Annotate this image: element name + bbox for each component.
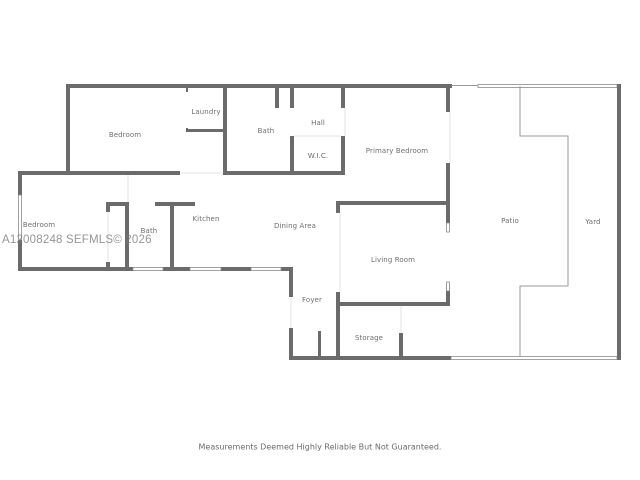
walls xyxy=(18,84,621,360)
room-label-bath-2: Bath xyxy=(140,227,158,235)
room-label-bedroom-2: Bedroom xyxy=(22,221,56,229)
room-label-bath: Bath xyxy=(257,127,275,135)
room-label-dining-area: Dining Area xyxy=(273,222,317,230)
room-label-foyer: Foyer xyxy=(302,296,322,304)
mls-watermark: A12008248 SEFMLS© 2026 xyxy=(2,234,152,246)
disclaimer-text: Measurements Deemed Highly Reliable But … xyxy=(198,442,442,452)
room-label-hall: Hall xyxy=(311,119,325,127)
room-label-kitchen: Kitchen xyxy=(192,215,220,223)
room-label-bedroom: Bedroom xyxy=(108,131,142,139)
room-label-living-room: Living Room xyxy=(370,256,416,264)
windows xyxy=(18,84,618,360)
room-label-yard: Yard xyxy=(585,218,601,226)
room-label-primary-bedroom: Primary Bedroom xyxy=(365,147,429,155)
room-label-patio: Patio xyxy=(501,217,519,225)
boundary-lines xyxy=(107,85,569,357)
room-label-storage: Storage xyxy=(354,334,384,342)
room-label-wic: W.I.C. xyxy=(307,152,329,160)
room-label-laundry: Laundry xyxy=(191,108,221,116)
